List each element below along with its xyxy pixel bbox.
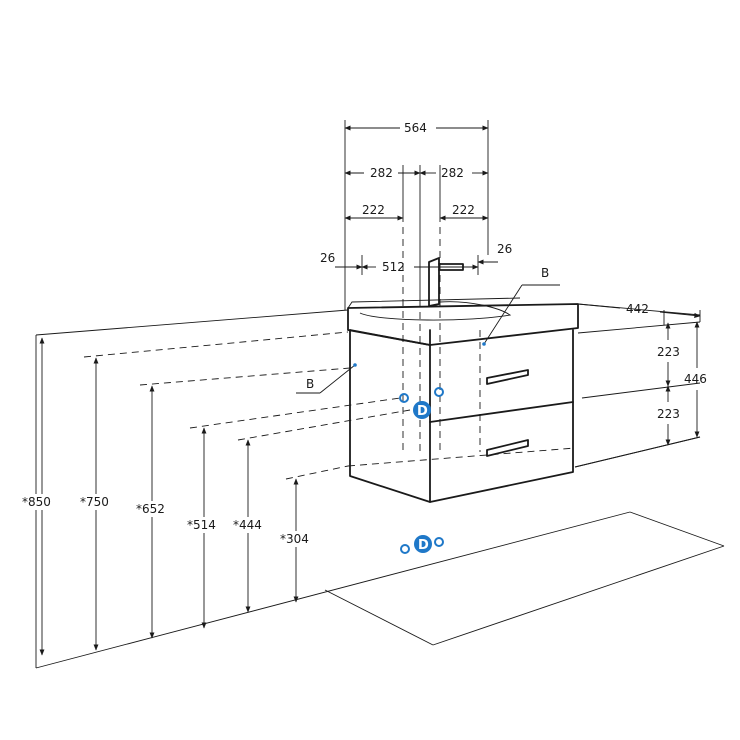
right-height-dimensions: 223 223 446 bbox=[574, 321, 707, 468]
dim-total-width: 564 bbox=[404, 121, 427, 135]
connector-lower: D bbox=[400, 535, 444, 554]
dim-half-left: 282 bbox=[370, 166, 393, 180]
faucet bbox=[428, 257, 464, 307]
dim-depth: 442 bbox=[626, 302, 649, 316]
dim-upper-drawer-height: 223 bbox=[657, 345, 680, 359]
connector-lower-label: D bbox=[418, 538, 429, 553]
label-b-side-text: B bbox=[306, 377, 314, 391]
label-b-top-text: B bbox=[541, 266, 549, 280]
left-height-dimensions: *850 *750 *652 *514 *444 *304 bbox=[22, 337, 315, 656]
dim-height-750: *750 bbox=[80, 495, 109, 509]
dim-edge-left: 26 bbox=[320, 251, 335, 265]
drawer-handle-upper bbox=[486, 369, 529, 385]
connector-upper: D bbox=[399, 387, 444, 419]
connector-upper-label: D bbox=[417, 404, 428, 419]
label-b-side: B bbox=[296, 363, 357, 394]
dim-half-right: 282 bbox=[441, 166, 464, 180]
dim-height-304: *304 bbox=[280, 532, 309, 546]
dim-height-850: *850 bbox=[22, 495, 51, 509]
wall-outline bbox=[35, 303, 701, 668]
height-reference-lines bbox=[83, 215, 576, 480]
width-dimensions: 564 282 282 222 222 26 512 26 bbox=[320, 120, 512, 310]
dim-inner-width: 512 bbox=[382, 260, 405, 274]
dim-mount-left: 222 bbox=[362, 203, 385, 217]
label-b-top: B bbox=[482, 266, 560, 346]
dim-lower-drawer-height: 223 bbox=[657, 407, 680, 421]
dim-height-444: *444 bbox=[233, 518, 262, 532]
dim-height-514: *514 bbox=[187, 518, 216, 532]
drawer-handle-lower bbox=[486, 439, 529, 457]
cabinet bbox=[349, 329, 574, 503]
floor-outline bbox=[35, 436, 725, 669]
dim-edge-right: 26 bbox=[497, 242, 512, 256]
dim-height-652: *652 bbox=[136, 502, 165, 516]
dim-total-height: 446 bbox=[684, 372, 707, 386]
washbasin bbox=[347, 297, 579, 346]
depth-dimension: 442 bbox=[577, 302, 701, 325]
dim-mount-right: 222 bbox=[452, 203, 475, 217]
